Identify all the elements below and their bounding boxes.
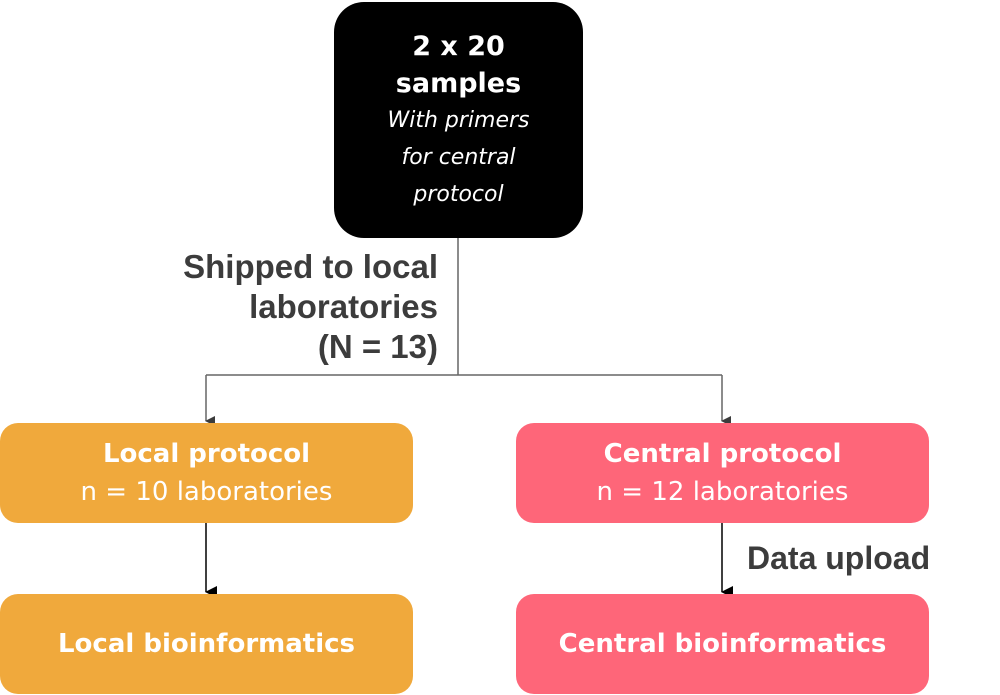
local-protocol-count: n = 10 laboratories <box>80 477 333 507</box>
shipping-label-line2: laboratories <box>249 288 438 325</box>
local-bioinformatics-node: Local bioinformatics <box>0 594 413 694</box>
local-protocol-title: Local protocol <box>102 439 311 469</box>
samples-subtitle-line2: for central <box>401 144 516 170</box>
data-upload-label: Data upload <box>747 540 931 576</box>
samples-title-line2: samples <box>395 67 522 99</box>
central-protocol-node: Central protocol n = 12 laboratories <box>516 423 929 523</box>
samples-subtitle-line1: With primers <box>387 107 530 133</box>
local-protocol-node: Local protocol n = 10 laboratories <box>0 423 413 523</box>
central-protocol-count: n = 12 laboratories <box>596 477 849 507</box>
samples-title-line1: 2 x 20 <box>412 30 505 62</box>
central-protocol-title: Central protocol <box>603 439 842 469</box>
shipping-label-line3: (N = 13) <box>317 328 438 365</box>
shipping-label: Shipped to local laboratories (N = 13) <box>118 247 438 367</box>
shipping-label-line1: Shipped to local <box>183 248 438 285</box>
local-bioinformatics-title: Local bioinformatics <box>57 629 356 659</box>
central-bioinformatics-node: Central bioinformatics <box>516 594 929 694</box>
central-bioinformatics-title: Central bioinformatics <box>558 629 887 659</box>
samples-subtitle-line3: protocol <box>413 181 504 207</box>
samples-node: 2 x 20 samples With primers for central … <box>334 2 583 238</box>
